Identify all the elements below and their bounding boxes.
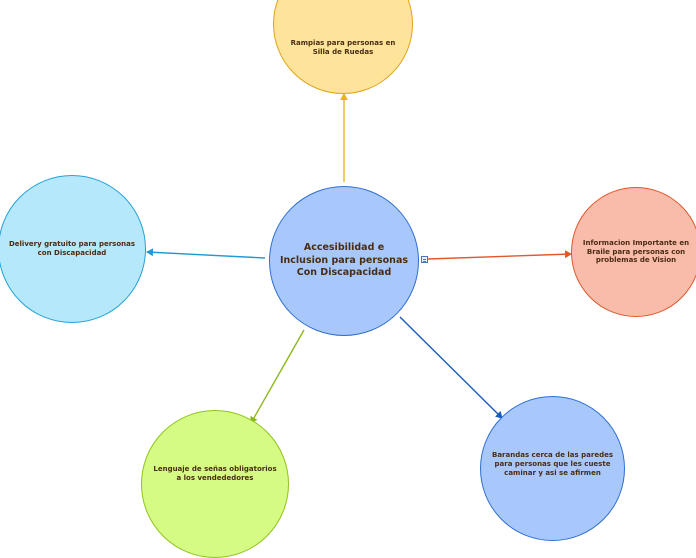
topic-label-bottom-left: Lenguaje de señas obligatorios a los ven… xyxy=(153,465,277,482)
note-icon[interactable] xyxy=(421,256,428,263)
central-topic-node[interactable]: Accesibilidad e Inclusion para personas … xyxy=(269,186,419,336)
connector-bottom-left xyxy=(250,329,305,424)
topic-node-bottom-right[interactable]: Barandas cerca de las paredes para perso… xyxy=(480,396,625,541)
topic-label-right: Informacion Importante en Braile para pe… xyxy=(582,238,690,265)
topic-label-top: Rampias para personas en Silla de Ruedas xyxy=(290,39,396,56)
connector-bottom-right xyxy=(399,316,503,419)
topic-node-right[interactable]: Informacion Importante en Braile para pe… xyxy=(571,187,696,317)
central-topic-label: Accesibilidad e Inclusion para personas … xyxy=(280,242,409,279)
connector-left xyxy=(146,248,266,259)
topic-label-left: Delivery gratuito para personas con Disc… xyxy=(8,240,136,257)
topic-node-bottom-left[interactable]: Lenguaje de señas obligatorios a los ven… xyxy=(141,410,289,558)
topic-label-bottom-right: Barandas cerca de las paredes para perso… xyxy=(492,451,613,477)
connector-right xyxy=(427,250,572,260)
connector-layer xyxy=(146,93,572,424)
topic-node-left[interactable]: Delivery gratuito para personas con Disc… xyxy=(0,175,146,323)
